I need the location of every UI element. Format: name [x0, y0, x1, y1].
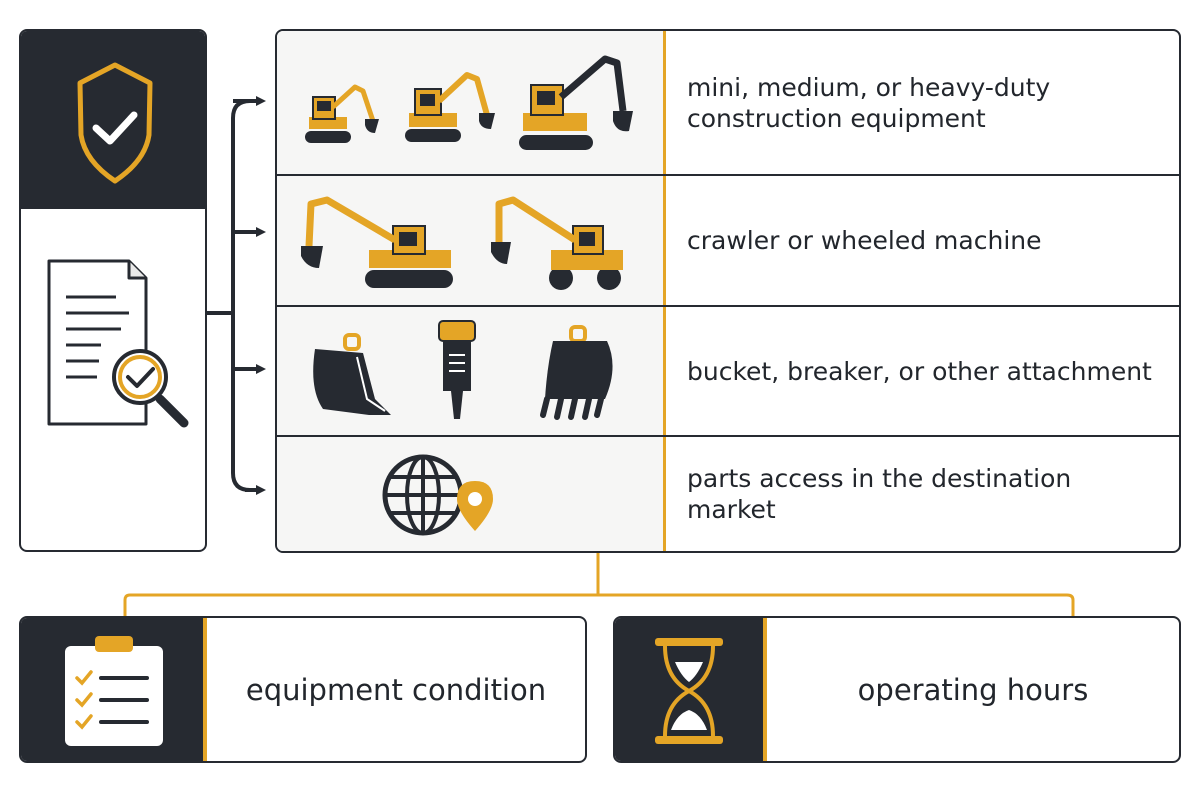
wheeled-excavator-icon [491, 196, 623, 290]
hourglass-icon [655, 638, 723, 744]
equipment-condition-card: equipment condition [19, 616, 587, 763]
heavy-excavator-icon [519, 55, 633, 150]
operating-hours-card: operating hours [613, 616, 1181, 763]
parts-access-icons [382, 454, 493, 536]
criteria-row-label: bucket, breaker, or other attachment [687, 356, 1152, 386]
card-label: equipment condition [245, 672, 547, 707]
card-accent-bar [763, 618, 767, 761]
mini-excavator-icon [305, 84, 379, 143]
hydraulic-breaker-icon [438, 320, 476, 419]
criteria-row-label: crawler or wheeled machine [687, 226, 1042, 255]
machine-type-icons [301, 196, 623, 290]
document-magnifier-check-icon [47, 259, 189, 428]
criteria-row-label: mini, medium, or heavy-duty construction… [687, 73, 1051, 133]
card-accent-bar [203, 618, 207, 761]
crawler-excavator-icon [301, 196, 453, 288]
criteria-column-divider [663, 31, 666, 551]
criteria-table: mini, medium, or heavy-duty construction… [275, 29, 1181, 553]
card-icon-box [615, 618, 763, 761]
row-divider [277, 435, 1179, 437]
rake-bucket-icon [540, 325, 613, 420]
row-divider [277, 174, 1179, 176]
checklist-clipboard-icon [65, 636, 163, 746]
source-panel [19, 29, 207, 552]
card-label: operating hours [857, 672, 1089, 707]
card-icon-box [21, 618, 203, 761]
shield-check-icon [77, 62, 153, 184]
row-divider [277, 305, 1179, 307]
location-pin-icon [457, 481, 493, 531]
excavator-size-icons [305, 55, 633, 150]
bucket-icon [313, 333, 391, 415]
attachment-icons [313, 320, 613, 420]
medium-excavator-icon [405, 72, 495, 142]
globe-icon [382, 454, 464, 536]
source-panel-header [21, 31, 205, 209]
criteria-row-label: parts access in the destination market [687, 464, 1072, 524]
